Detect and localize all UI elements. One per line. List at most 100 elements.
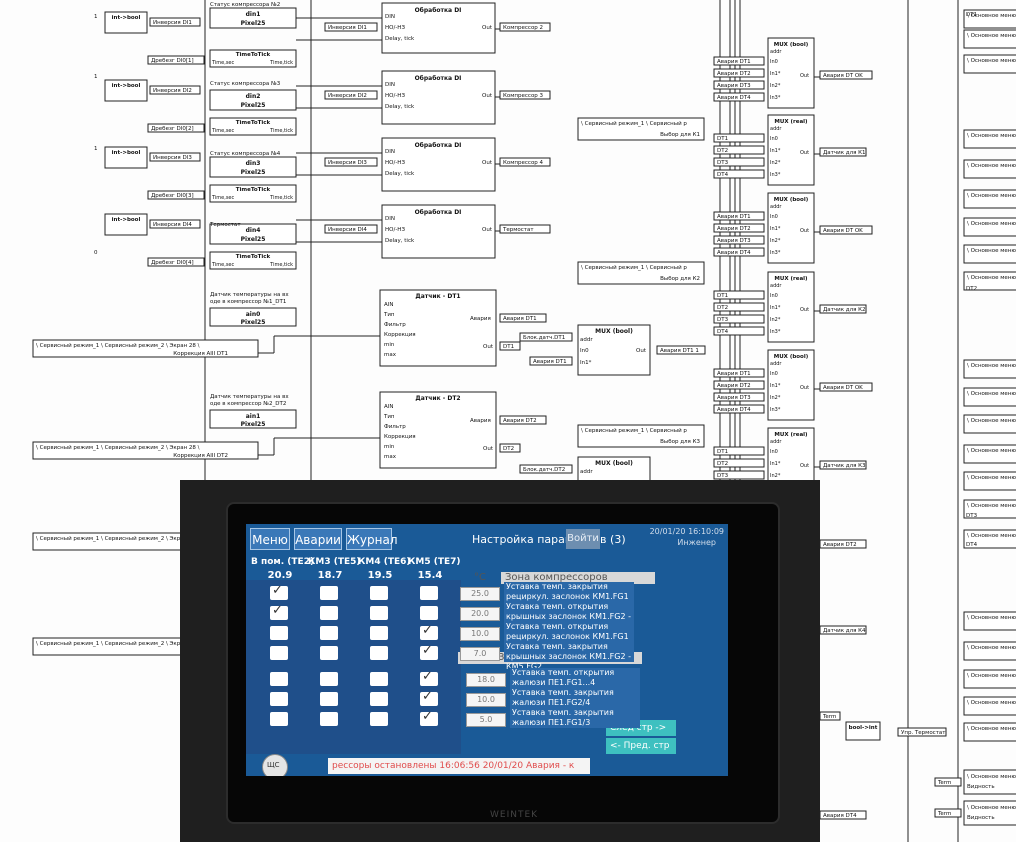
service-select-block <box>577 261 705 285</box>
diagram-label: DT1 <box>717 293 728 299</box>
prev-page-button[interactable]: <- Пред. стр <box>606 738 676 754</box>
diagram-label: Датчик для К2 <box>823 307 866 313</box>
checkbox[interactable] <box>370 692 388 706</box>
mux-input-tag <box>713 470 765 480</box>
osnovnoe-block <box>963 800 1016 826</box>
diagram-label: DT4 <box>966 542 978 548</box>
checkbox[interactable] <box>370 646 388 660</box>
diagram-label: MUX (bool) <box>774 197 809 203</box>
diagram-label: Инверсия DI2 <box>328 93 367 99</box>
check-icon: ✓ <box>422 689 433 704</box>
login-button[interactable]: Войти <box>566 529 600 549</box>
diagram-label: Out <box>482 227 493 233</box>
checkbox[interactable] <box>320 712 338 726</box>
checkbox[interactable]: ✓ <box>270 583 288 600</box>
diagram-label: DT2 <box>717 461 728 467</box>
setpoint-value[interactable]: 20.0 <box>460 607 500 621</box>
diagram-label: Pixel25 <box>241 20 266 27</box>
diagram-label: DIN <box>385 216 395 222</box>
block-tag <box>519 464 573 474</box>
page-title: Настройка параметров (3) <box>472 533 626 546</box>
checkbox[interactable]: ✓ <box>420 643 438 660</box>
setpoint-value[interactable]: 18.0 <box>466 673 506 687</box>
checkbox[interactable] <box>420 606 438 620</box>
checkbox[interactable] <box>320 672 338 686</box>
mux-out-tag <box>819 147 867 157</box>
checkbox[interactable] <box>370 606 388 620</box>
time-to-tick-block <box>209 251 297 270</box>
checkbox[interactable] <box>270 712 288 726</box>
inversion-tag <box>149 85 201 95</box>
diagram-label: DIN <box>385 149 395 155</box>
diagram-label: addr <box>770 361 782 367</box>
checkbox[interactable] <box>270 672 288 686</box>
service-select-block <box>577 117 705 141</box>
setpoint-value[interactable]: 10.0 <box>460 627 500 641</box>
diagram-label: Авария DT1 <box>533 359 567 365</box>
diagram-label: Out <box>800 228 809 234</box>
diagram-label: In3* <box>770 172 781 178</box>
checkbox[interactable]: ✓ <box>420 623 438 640</box>
diagram-label: In1* <box>770 383 781 389</box>
setpoint-description: Уставка темп. закрытия крышных заслонок … <box>504 642 634 671</box>
checkbox[interactable] <box>320 692 338 706</box>
mux-input-tag <box>713 223 765 233</box>
diagram-label: Датчик - DT2 <box>415 395 460 402</box>
checkbox[interactable] <box>320 626 338 640</box>
setpoint-value[interactable]: 10.0 <box>466 693 506 707</box>
checkbox[interactable] <box>270 626 288 640</box>
diagram-label: DT4 <box>717 172 729 178</box>
diagram-label: \ Основное меню <box>967 726 1016 732</box>
checkbox[interactable] <box>320 586 338 600</box>
checkbox[interactable]: ✓ <box>270 603 288 620</box>
diagram-label: Term <box>822 714 836 720</box>
checkbox[interactable]: ✓ <box>420 709 438 726</box>
checkbox[interactable] <box>320 606 338 620</box>
diagram-label: din3 <box>246 160 261 167</box>
diagram-label: DT2 <box>503 446 514 452</box>
diagram-label: ain1 <box>246 413 261 420</box>
int-bool-block <box>104 146 148 169</box>
setpoint-value[interactable]: 25.0 <box>460 587 500 601</box>
mux-input-tag <box>713 404 765 414</box>
checkbox[interactable]: ✓ <box>420 669 438 686</box>
diagram-label: MUX (bool) <box>595 328 633 335</box>
mux-block <box>767 349 815 421</box>
setpoint-value[interactable]: 7.0 <box>460 647 500 661</box>
osnovnoe-block <box>963 9 1016 29</box>
diagram-label: Term <box>937 780 951 786</box>
checkbox[interactable] <box>320 646 338 660</box>
journal-button[interactable]: Журнал <box>346 528 398 550</box>
diagram-label: In1* <box>770 305 781 311</box>
diagram-label: Time,sec <box>211 128 235 134</box>
checkbox[interactable] <box>370 586 388 600</box>
setpoint-description: Уставка темп. закрытия рециркул. заслоно… <box>504 582 634 611</box>
term-tag <box>934 808 962 818</box>
inversion-tag <box>324 90 378 100</box>
checkbox[interactable] <box>370 712 388 726</box>
menu-button[interactable]: Меню <box>250 528 290 550</box>
alarms-button[interactable]: Аварии <box>294 528 342 550</box>
diagram-label: Компрессор 4 <box>503 160 544 166</box>
hmi-device: Меню Аварии Журнал Настройка параметров … <box>180 480 820 842</box>
diagram-label: Авария DT2 <box>823 542 857 548</box>
checkbox[interactable] <box>370 626 388 640</box>
mux-out-tag <box>819 70 873 80</box>
checkbox[interactable] <box>370 672 388 686</box>
checkbox[interactable]: ✓ <box>420 689 438 706</box>
checkbox[interactable] <box>270 692 288 706</box>
diagram-label: addr <box>580 337 593 343</box>
diagram-label: Датчик температуры на вх <box>210 292 289 298</box>
ain-block <box>209 409 297 429</box>
diagram-label: \ Основное меню <box>967 193 1016 199</box>
diagram-label: Датчик для К1 <box>823 150 866 156</box>
diagram-label: Авария DT4 <box>823 813 857 819</box>
diagram-label: In1* <box>770 226 781 232</box>
checkbox[interactable] <box>270 646 288 660</box>
diagram-label: \ Основное меню <box>967 163 1016 169</box>
checkbox[interactable] <box>420 586 438 600</box>
diagram-label: Авария DT2 <box>717 71 751 77</box>
setpoint-value[interactable]: 5.0 <box>466 713 506 727</box>
diagram-label: DT4 <box>717 329 729 335</box>
diagram-label: Авария DT2 <box>717 226 751 232</box>
